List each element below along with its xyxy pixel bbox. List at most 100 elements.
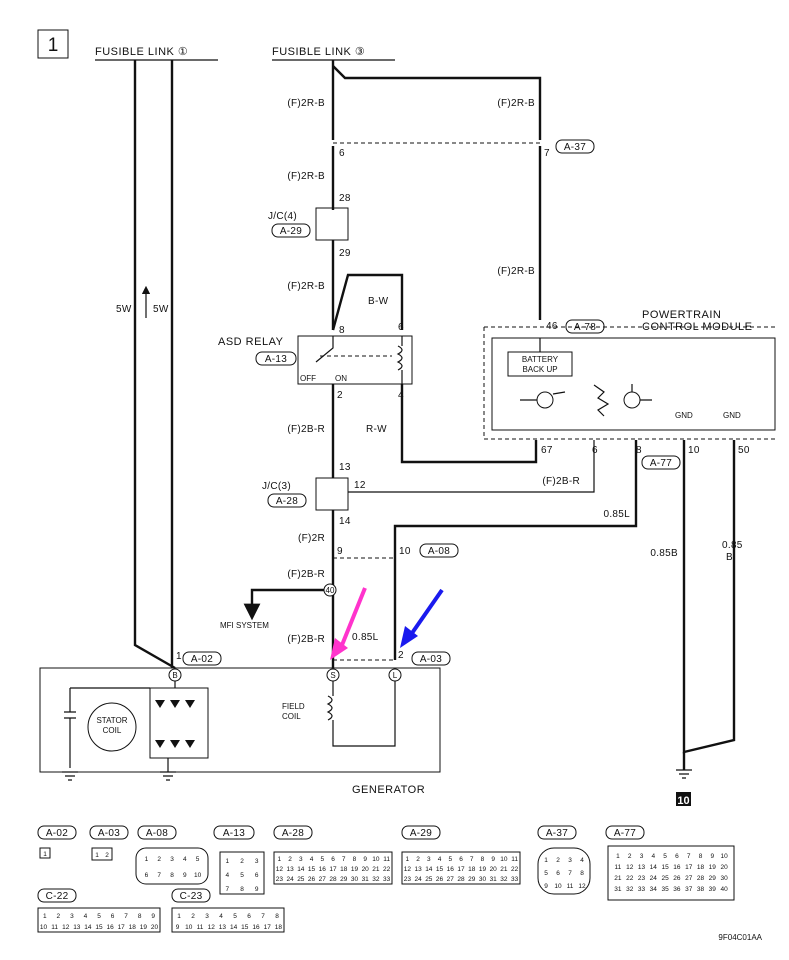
- generator-box: [39, 667, 441, 773]
- legend-pin-c22: 14: [84, 924, 92, 931]
- gen-int-wire: [70, 681, 176, 772]
- blue-arrow-icon: [408, 588, 444, 638]
- legend-pin-a-29: 31: [490, 876, 498, 883]
- legend-pin-a-28: 6: [331, 856, 335, 863]
- legend-pin-a77: 29: [709, 875, 717, 882]
- connector-a02-badge: [182, 651, 222, 666]
- terminal-s-label: S: [330, 671, 335, 680]
- connector-a37-badge: [555, 139, 595, 154]
- legend-pin-a13: 6: [255, 872, 259, 879]
- legend-pin-a77: 21: [614, 875, 622, 882]
- legend-pin-a08: 7: [157, 872, 161, 879]
- connector-a03: A-03: [420, 654, 442, 665]
- jc3-label: J/C(3): [262, 481, 291, 492]
- legend-pin-a-28: 21: [372, 866, 380, 873]
- legend-pin-a77: 17: [685, 864, 693, 871]
- wire-label-f2r: (F)2R: [298, 533, 325, 544]
- legend-pin-a-29: 10: [500, 856, 508, 863]
- figure-code: 9F04C01AA: [718, 933, 762, 942]
- legend-pin-a-29: 21: [500, 866, 508, 873]
- stator-label-1: STATOR: [96, 716, 127, 725]
- legend-pin-a-28: 32: [372, 876, 380, 883]
- legend-pin-a37: 3: [568, 857, 572, 864]
- legend-pin-a-29: 11: [511, 856, 518, 863]
- legend-a77-shape: [607, 845, 735, 901]
- jc4-label: J/C(4): [268, 211, 297, 222]
- legend-badge-a02: [37, 825, 77, 840]
- legend-pin-a-28: 10: [372, 856, 380, 863]
- legend-a37-shape: [537, 847, 591, 895]
- legend-pin-a77: 26: [673, 875, 681, 882]
- wire-label-f2rb-5: (F)2R-B: [497, 266, 535, 277]
- field-coil-label-1: FIELD: [282, 702, 305, 711]
- pin-10: 10: [688, 445, 700, 456]
- legend-pin-a03: 2: [105, 852, 109, 859]
- legend-pin-a-28: 7: [342, 856, 346, 863]
- wire-label-085b-b: B: [726, 552, 733, 563]
- legend-pin-a77: 11: [615, 864, 622, 871]
- wire-label-085l-2: 0.85L: [352, 632, 379, 643]
- legend-pin-a37: 8: [580, 870, 584, 877]
- asd-relay-label: ASD RELAY: [218, 336, 284, 348]
- legend-pin-a77: 40: [720, 886, 728, 893]
- connector-a13-badge: [255, 351, 297, 366]
- legend-pin-a-29: 26: [436, 876, 444, 883]
- pin-7: 7: [544, 148, 550, 159]
- legend-a28: A-28: [282, 828, 304, 839]
- wire-label-085l: 0.85L: [603, 509, 630, 520]
- legend-pin-a77: 2: [628, 853, 632, 860]
- legend-pin-a-29: 15: [436, 866, 444, 873]
- legend-pin-a08: 4: [183, 856, 187, 863]
- legend-pin-a37: 4: [580, 857, 584, 864]
- legend-pin-a-28: 29: [340, 876, 348, 883]
- legend-pin-a-29: 25: [425, 876, 433, 883]
- legend-pin-a-28: 20: [362, 866, 370, 873]
- legend-pin-a77: 13: [638, 864, 646, 871]
- legend-pin-c22: 19: [140, 924, 148, 931]
- legend-pin-c22: 20: [151, 924, 159, 931]
- legend-pin-a-29: 30: [479, 876, 487, 883]
- legend-pin-c23: 9: [176, 924, 180, 931]
- pcm-inner: [491, 337, 776, 431]
- pcm-label-1: POWERTRAIN: [642, 309, 721, 321]
- legend-pin-a37: 2: [556, 857, 560, 864]
- legend-pin-c23: 13: [219, 924, 227, 931]
- legend-pin-a-28: 4: [310, 856, 314, 863]
- legend-c23: C-23: [180, 891, 203, 902]
- legend-pin-a-29: 29: [468, 876, 476, 883]
- legend-badge-a28: [273, 825, 313, 840]
- wire-label-f2rb-3: (F)2R-B: [287, 171, 325, 182]
- stator-coil: [87, 702, 137, 752]
- legend-pin-a-28: 15: [308, 866, 316, 873]
- legend-c23-shape: [171, 907, 285, 933]
- legend-pin-a77: 10: [720, 853, 728, 860]
- legend-a13-shape: [219, 851, 265, 895]
- legend-pin-a-29: 32: [500, 876, 508, 883]
- legend-pin-a77: 23: [638, 875, 646, 882]
- legend-pin-a37: 5: [544, 870, 548, 877]
- wire-label-f2rb-1: (F)2R-B: [287, 98, 325, 109]
- legend-pin-c23: 5: [233, 913, 237, 920]
- legend-pin-a-28: 1: [278, 856, 282, 863]
- legend-pin-a-28: 9: [363, 856, 367, 863]
- legend-pin-a08: 5: [196, 856, 200, 863]
- wire-label-085b-a: 0.85: [722, 540, 743, 551]
- legend-pin-a-29: 18: [468, 866, 476, 873]
- legend-badge-c22: [37, 888, 77, 903]
- legend-pin-a-29: 12: [404, 866, 412, 873]
- connector-a37: A-37: [564, 142, 586, 153]
- legend-pin-a-29: 24: [414, 876, 422, 883]
- wire-label-f2rb-2: (F)2R-B: [497, 98, 535, 109]
- legend-pin-c23: 15: [241, 924, 249, 931]
- wire-jc3-to-pcm6: [348, 440, 595, 493]
- page-number-box: [37, 29, 69, 59]
- legend-pin-a-28: 13: [286, 866, 294, 873]
- legend-pin-c22: 6: [111, 913, 115, 920]
- legend-pin-c22: 9: [151, 913, 155, 920]
- pin-8: 8: [339, 325, 345, 336]
- legend-badge-a77: [605, 825, 645, 840]
- legend-pin-a77: 8: [699, 853, 703, 860]
- connector-a02: A-02: [191, 654, 213, 665]
- pin-2b: 2: [398, 650, 404, 661]
- legend-c22: C-22: [46, 891, 69, 902]
